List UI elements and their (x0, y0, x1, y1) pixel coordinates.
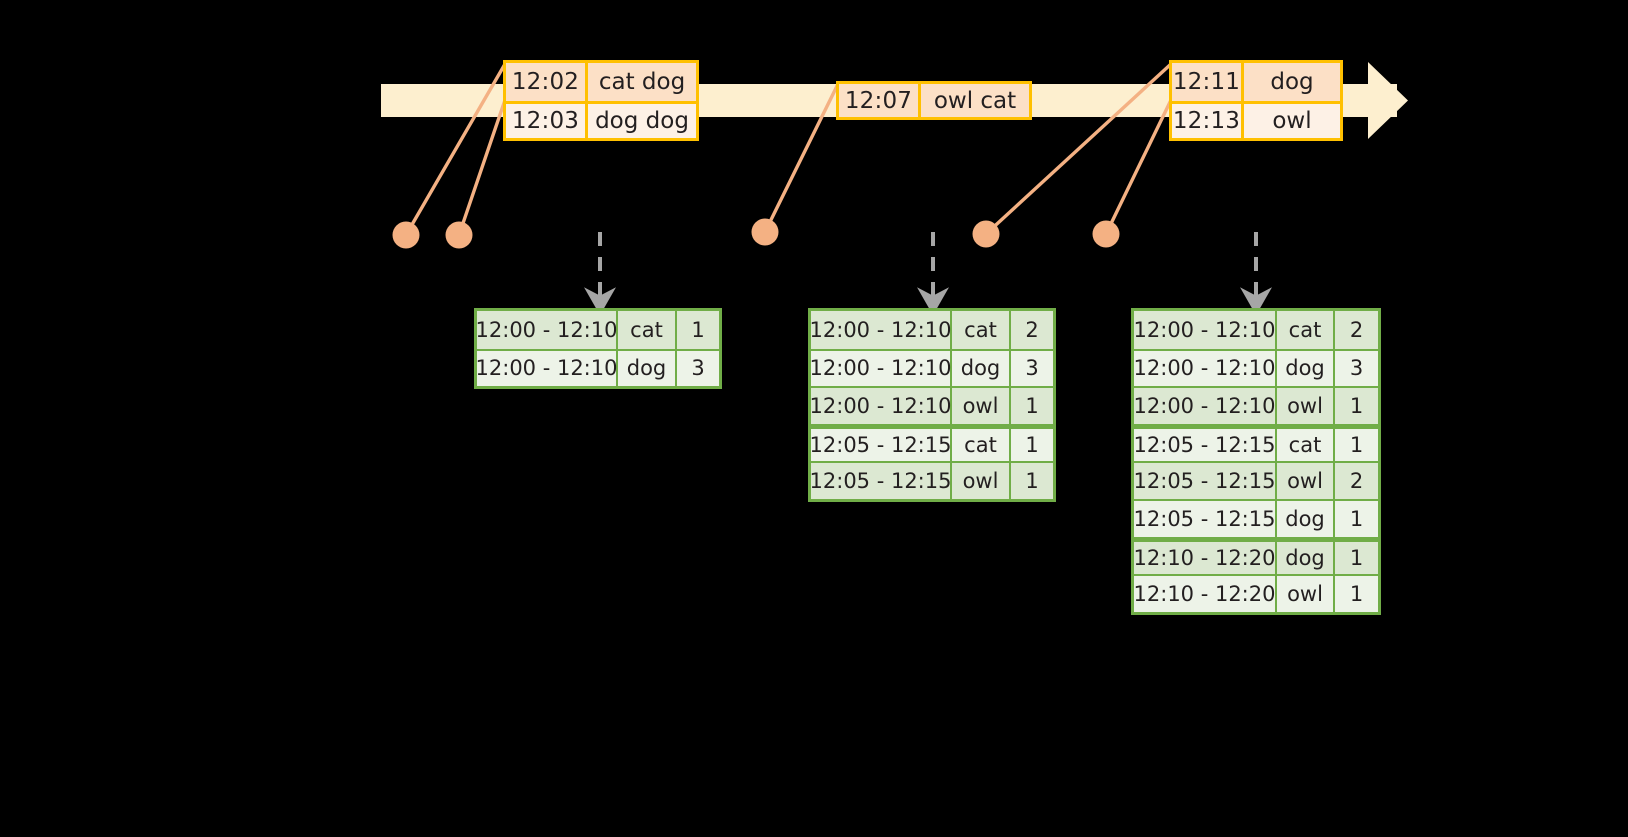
cell-count: 1 (1349, 506, 1364, 531)
cell-count: 1 (1349, 393, 1364, 418)
result-table-1[interactable]: 12:00 - 12:10 cat 1 12:00 - 12:10 dog 3 (474, 308, 722, 390)
connector-dot-1 (392, 221, 420, 249)
cell-word: dog (1277, 500, 1335, 537)
cell-word: dog (952, 350, 1011, 387)
cell-count: 1 (1349, 581, 1364, 606)
event-time: 12:11 (1172, 63, 1244, 101)
table-row[interactable]: 12:00 - 12:10 dog 3 (476, 348, 719, 387)
table-row[interactable]: 12:05 - 12:15 owl 2 (1134, 461, 1378, 499)
table-row[interactable]: 12:00 - 12:10 cat 2 (1134, 311, 1378, 349)
table-row[interactable]: 12:10 - 12:20 owl 1 (1134, 574, 1378, 612)
event-words: owl (1272, 108, 1312, 134)
event-time: 12:13 (1172, 104, 1244, 138)
cell-window: 12:00 - 12:10 (1134, 350, 1277, 387)
cell-word: cat (952, 311, 1011, 349)
cell-window: 12:00 - 12:10 (810, 388, 952, 424)
event-time: 12:07 (839, 84, 921, 117)
cell-word: owl (1277, 576, 1335, 612)
table-row[interactable]: 12:05 - 12:15 owl 1 (810, 461, 1053, 499)
event-time: 12:03 (506, 104, 588, 138)
cell-word: owl (1277, 463, 1335, 499)
cell-word: owl (952, 463, 1011, 499)
event-group-3[interactable]: 12:11 dog 12:13 owl (1169, 60, 1343, 141)
table-row[interactable]: 12:00 - 12:10 cat 1 (476, 311, 719, 349)
cell-window: 12:00 - 12:10 (810, 311, 952, 349)
connector-line-1 (404, 62, 507, 237)
table-row[interactable]: 12:00 - 12:10 owl 1 (810, 386, 1053, 424)
cell-word: cat (1277, 428, 1335, 462)
table-row[interactable]: 12:00 - 12:10 dog 3 (1134, 348, 1378, 387)
event-words: dog dog (595, 108, 689, 134)
cell-window: 12:10 - 12:20 (1134, 576, 1277, 612)
table-row[interactable]: 12:05 - 12:15 cat 1 (1134, 423, 1378, 462)
cell-window: 12:00 - 12:10 (810, 350, 952, 387)
event-row[interactable]: 12:03 dog dog (506, 101, 696, 138)
cell-window: 12:05 - 12:15 (1134, 428, 1277, 462)
event-time: 12:02 (506, 63, 588, 101)
table-row[interactable]: 12:00 - 12:10 owl 1 (1134, 386, 1378, 424)
event-words: dog (1270, 69, 1314, 95)
event-row[interactable]: 12:02 cat dog (506, 63, 696, 101)
cell-word: owl (1277, 388, 1335, 424)
event-row[interactable]: 12:13 owl (1172, 101, 1340, 138)
connector-dot-2 (445, 221, 473, 249)
result-table-3[interactable]: 12:00 - 12:10 cat 2 12:00 - 12:10 dog 3 … (1131, 308, 1381, 615)
connector-dot-3 (751, 218, 779, 246)
cell-count: 2 (1349, 469, 1364, 494)
cell-count: 1 (691, 317, 705, 342)
cell-count: 1 (1349, 433, 1364, 458)
cell-word: dog (618, 350, 677, 387)
cell-word: cat (1277, 311, 1335, 349)
dashed-arrows (584, 232, 1272, 316)
cell-window: 12:10 - 12:20 (1134, 541, 1277, 575)
event-group-1[interactable]: 12:02 cat dog 12:03 dog dog (503, 60, 699, 141)
cell-window: 12:00 - 12:10 (1134, 311, 1277, 349)
event-row[interactable]: 12:07 owl cat (839, 84, 1029, 117)
cell-window: 12:05 - 12:15 (1134, 500, 1277, 537)
event-words: cat dog (598, 69, 686, 95)
cell-count: 1 (1349, 545, 1364, 570)
cell-window: 12:00 - 12:10 (476, 311, 618, 349)
event-group-2[interactable]: 12:07 owl cat (836, 81, 1032, 120)
cell-word: dog (1277, 350, 1335, 387)
cell-count: 1 (1025, 433, 1039, 458)
cell-word: cat (952, 428, 1011, 462)
result-table-2[interactable]: 12:00 - 12:10 cat 2 12:00 - 12:10 dog 3 … (808, 308, 1056, 502)
connector-line-3 (763, 82, 840, 234)
cell-count: 2 (1025, 317, 1039, 342)
cell-window: 12:05 - 12:15 (1134, 463, 1277, 499)
cell-count: 3 (1025, 356, 1039, 381)
cell-count: 3 (1349, 356, 1364, 381)
connector-dot-4 (972, 220, 1000, 248)
cell-word: owl (952, 388, 1011, 424)
cell-count: 1 (1025, 469, 1039, 494)
connector-line-5 (1104, 98, 1173, 236)
table-row[interactable]: 12:05 - 12:15 cat 1 (810, 423, 1053, 462)
cell-count: 3 (691, 356, 705, 381)
cell-count: 2 (1349, 317, 1364, 342)
cell-window: 12:05 - 12:15 (810, 428, 952, 462)
table-row[interactable]: 12:00 - 12:10 dog 3 (810, 348, 1053, 387)
cell-window: 12:00 - 12:10 (476, 350, 618, 387)
event-connector-dots (392, 218, 1120, 249)
connector-line-2 (457, 98, 507, 237)
connector-dot-5 (1092, 220, 1120, 248)
cell-word: dog (1277, 541, 1335, 575)
event-row[interactable]: 12:11 dog (1172, 63, 1340, 101)
cell-window: 12:05 - 12:15 (810, 463, 952, 499)
event-words: owl cat (933, 87, 1017, 114)
cell-count: 1 (1025, 393, 1039, 418)
table-row[interactable]: 12:10 - 12:20 dog 1 (1134, 536, 1378, 575)
table-row[interactable]: 12:05 - 12:15 dog 1 (1134, 498, 1378, 537)
cell-window: 12:00 - 12:10 (1134, 388, 1277, 424)
cell-word: cat (618, 311, 677, 349)
table-row[interactable]: 12:00 - 12:10 cat 2 (810, 311, 1053, 349)
